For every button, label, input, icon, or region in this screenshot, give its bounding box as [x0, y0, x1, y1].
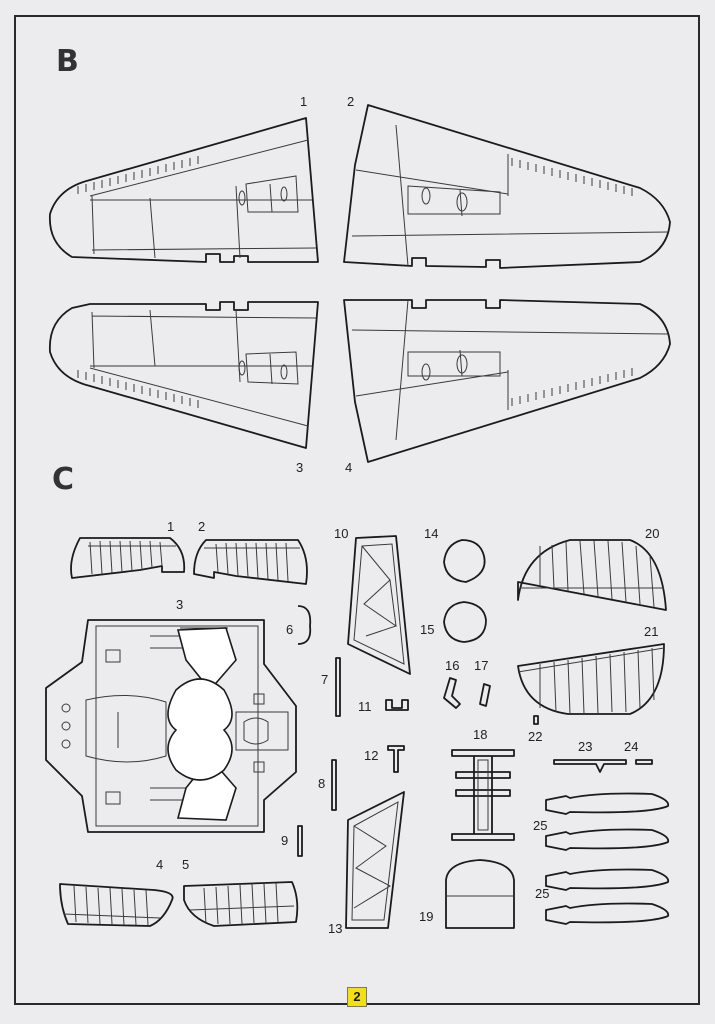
label-c19: 19 [419, 909, 433, 924]
wing-part-b2 [343, 104, 671, 269]
truss-part-c13 [345, 791, 405, 929]
wing-part-b3 [49, 301, 319, 449]
label-c2: 2 [198, 519, 205, 534]
tail-part-c21 [517, 643, 665, 715]
label-c20: 20 [645, 526, 659, 541]
label-c10: 10 [334, 526, 348, 541]
label-c4: 4 [156, 857, 163, 872]
label-c1: 1 [167, 519, 174, 534]
dome-part-c19 [445, 859, 515, 929]
tail-part-c2 [193, 539, 308, 585]
label-c9: 9 [281, 833, 288, 848]
label-c17: 17 [474, 658, 488, 673]
tail-part-c20 [517, 539, 667, 611]
label-c7: 7 [321, 672, 328, 687]
small-part-c7 [335, 657, 341, 717]
truss-part-c10 [347, 535, 411, 675]
cockpit-part-c3 [45, 619, 297, 833]
small-part-c17 [479, 683, 491, 707]
label-c25: 25 [533, 818, 547, 833]
disc-part-c14 [443, 539, 486, 583]
small-part-c24 [635, 759, 653, 765]
label-c12: 12 [364, 748, 378, 763]
label-c3: 3 [176, 597, 183, 612]
label-c23: 23 [578, 739, 592, 754]
label-c11: 11 [358, 699, 372, 714]
small-part-c23 [553, 759, 627, 773]
small-part-c12 [387, 745, 405, 773]
label-c22: 22 [528, 729, 542, 744]
label-b4: 4 [345, 460, 352, 475]
label-c14: 14 [424, 526, 438, 541]
small-part-c9 [297, 825, 303, 857]
wing-part-b4 [343, 299, 671, 463]
label-c18: 18 [473, 727, 487, 742]
tail-part-c5 [183, 881, 299, 927]
label-c15: 15 [420, 622, 434, 637]
label-c8: 8 [318, 776, 325, 791]
label-c24: 24 [624, 739, 638, 754]
blade-part-c25 [545, 792, 670, 925]
frame-part-c18 [451, 749, 515, 841]
small-part-c6 [297, 605, 312, 645]
label-c5: 5 [182, 857, 189, 872]
label-c13: 13 [328, 921, 342, 936]
small-part-c8 [331, 759, 337, 811]
label-c25: 25 [535, 886, 549, 901]
label-b2: 2 [347, 94, 354, 109]
wing-part-b1 [49, 117, 319, 263]
section-b-heading: B [56, 44, 79, 79]
small-part-c22 [533, 715, 539, 725]
tail-part-c4 [59, 883, 174, 927]
label-c21: 21 [644, 624, 658, 639]
page-number: 2 [347, 987, 367, 1007]
small-part-c16 [443, 677, 461, 709]
label-b1: 1 [300, 94, 307, 109]
label-c16: 16 [445, 658, 459, 673]
section-c-heading: C [52, 462, 75, 497]
small-part-c11 [385, 699, 409, 711]
disc-part-c15 [443, 601, 487, 643]
label-c6: 6 [286, 622, 293, 637]
label-b3: 3 [296, 460, 303, 475]
tail-part-c1 [70, 537, 186, 579]
